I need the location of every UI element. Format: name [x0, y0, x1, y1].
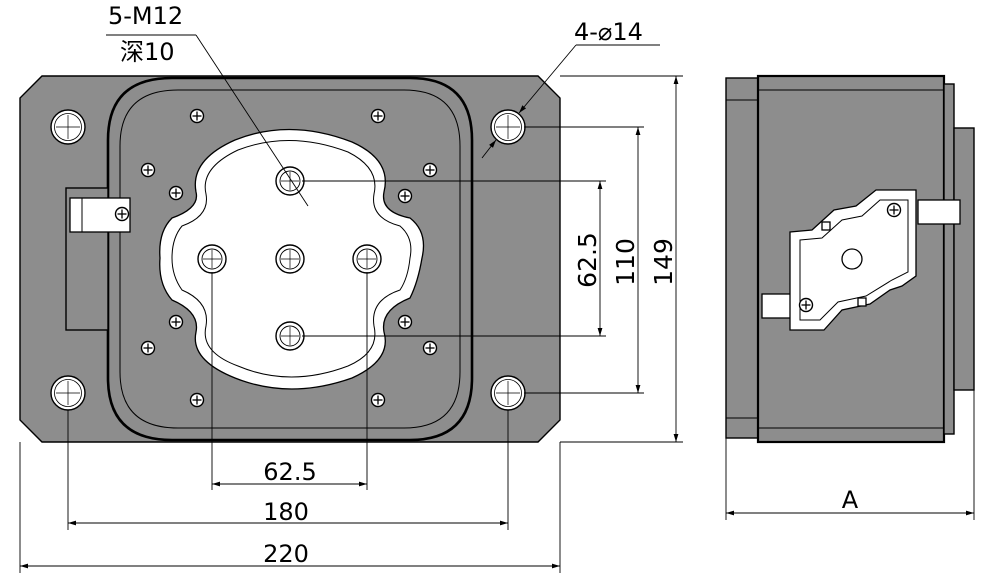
mount-hole-bottom-left — [50, 375, 86, 411]
side-view — [725, 74, 975, 444]
thread-depth-label: 深10 — [120, 38, 175, 66]
side-dimensions: A — [725, 390, 975, 520]
front-dimensions: 62.5 180 220 62.5 110 149 5-M12 深10 4-⌀1… — [19, 2, 683, 573]
terminal-screw-icon — [114, 206, 130, 222]
mount-hole-top-right — [490, 109, 526, 145]
thread-hole-top — [275, 166, 305, 196]
side-flange — [725, 77, 759, 439]
side-screw-bottom-icon — [798, 297, 814, 313]
mount-hole-bottom-right — [490, 375, 526, 411]
side-screw-top-icon — [886, 202, 902, 218]
dim-a-label: A — [842, 486, 859, 514]
dim-62-5-vertical-label: 62.5 — [573, 232, 602, 288]
thread-hole-center — [275, 244, 305, 274]
thread-hole-bottom — [275, 321, 305, 351]
dim-110-label: 110 — [611, 238, 640, 286]
side-back-plate — [943, 83, 955, 435]
thread-callout-label: 5-M12 — [108, 2, 183, 30]
thread-hole-right — [352, 244, 382, 274]
hole-callout-label: 4-⌀14 — [574, 18, 643, 46]
dim-220-label: 220 — [263, 540, 309, 568]
dim-180-label: 180 — [263, 498, 309, 526]
front-view — [19, 75, 561, 443]
dim-149-label: 149 — [649, 238, 678, 286]
mount-hole-top-left — [50, 109, 86, 145]
thread-hole-left — [197, 244, 227, 274]
dim-62-5-horizontal-label: 62.5 — [263, 458, 316, 486]
